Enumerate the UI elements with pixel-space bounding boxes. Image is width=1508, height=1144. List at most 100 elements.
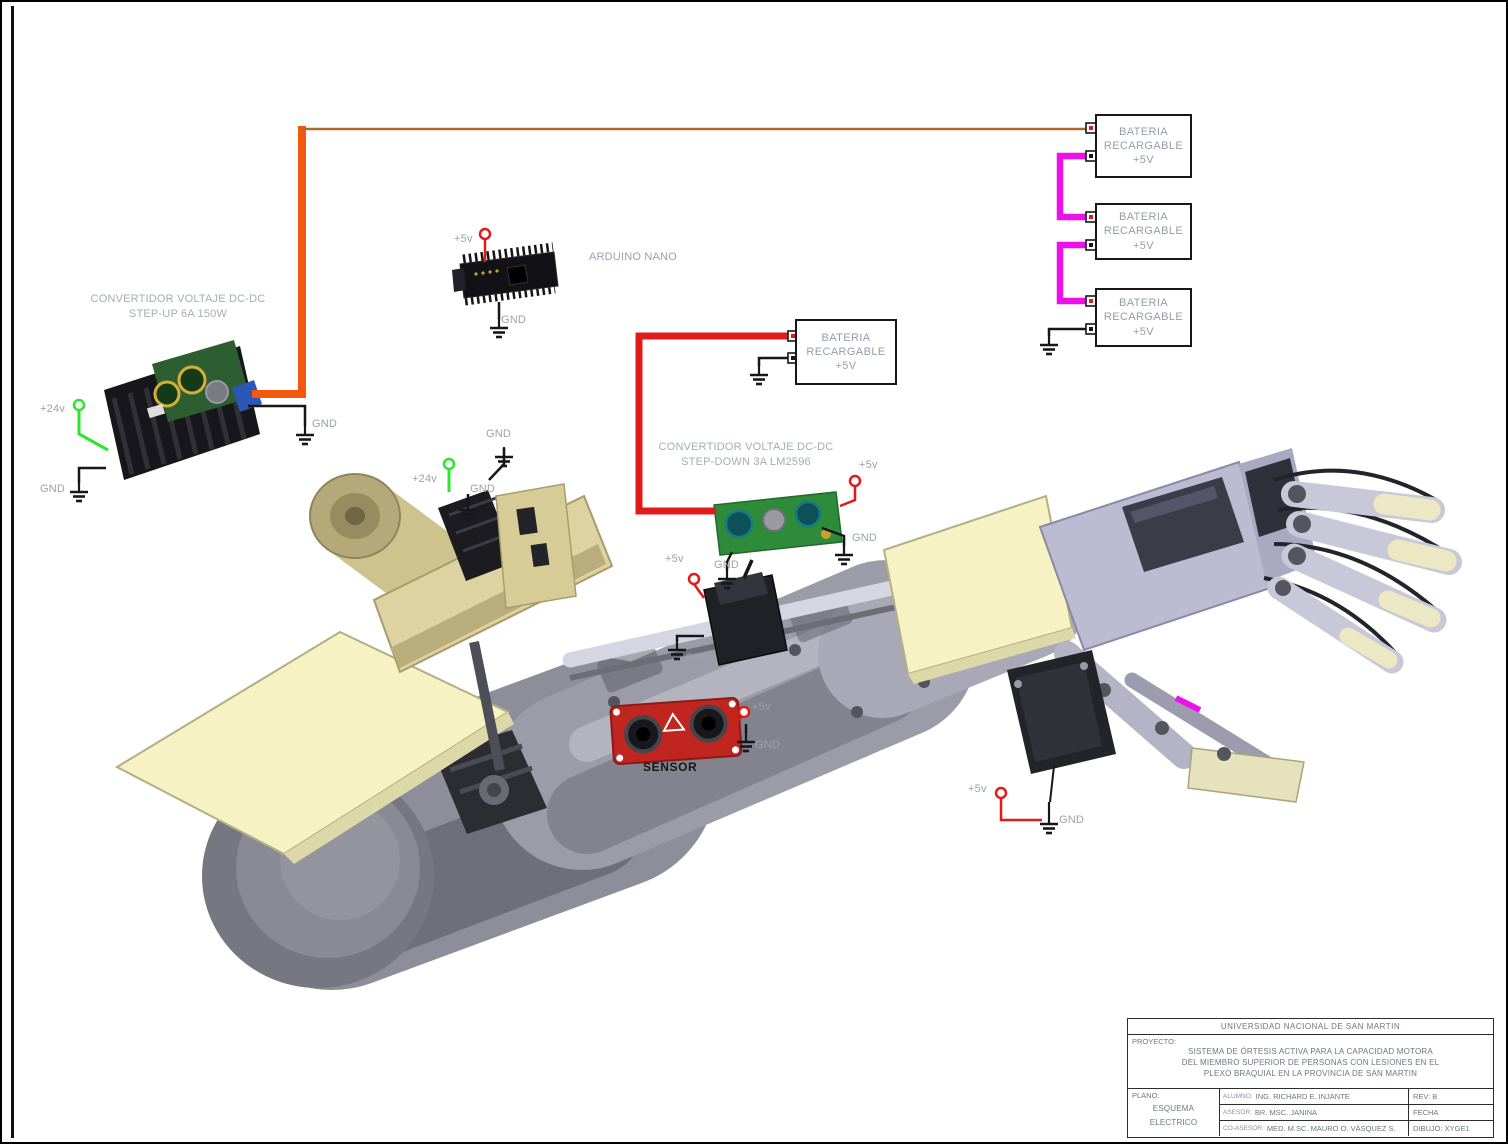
gripper-servo-graphic	[1007, 650, 1116, 803]
battery-label-line: BATERIA	[821, 331, 871, 344]
label-stepup-title: CONVERTIDOR VOLTAJE DC-DC STEP-UP 6A 150…	[62, 292, 294, 322]
battery-label-line: RECARGABLE	[1103, 225, 1184, 238]
battery-box-3: BATERIA RECARGABLE +5V	[1095, 288, 1192, 347]
label-gnd-mid-1: GND	[486, 428, 512, 440]
sensor-board-graphic	[609, 697, 743, 765]
label-gnd-arduino: GND	[501, 314, 527, 326]
titleblock-plano-line2: ELECTRICO	[1149, 1118, 1198, 1128]
label-stepup-line1: CONVERTIDOR VOLTAJE DC-DC	[90, 293, 266, 305]
robotic-arm-graphic	[114, 448, 1462, 990]
ground-icon	[1038, 333, 1060, 356]
titleblock-university: UNIVERSIDAD NACIONAL DE SAN MARTIN	[1128, 1019, 1493, 1035]
label-stepdown-title: CONVERTIDOR VOLTAJE DC-DC STEP-DOWN 3A L…	[630, 440, 862, 470]
titleblock-dibujo: DIBUJO: XYGE1	[1413, 1124, 1470, 1133]
node-24v-stepup	[72, 398, 86, 412]
titleblock-project-line1: SISTEMA DE ÓRTESIS ACTIVA PARA LA CAPACI…	[1188, 1047, 1433, 1056]
label-gnd-stepdown-left: GND	[714, 559, 740, 571]
battery-label-line: RECARGABLE	[806, 345, 886, 358]
frame-left-rule	[11, 6, 14, 1138]
step-up-converter-graphic	[104, 340, 262, 480]
battery-label-line: RECARGABLE	[1103, 139, 1184, 152]
titleblock-project: PROYECTO: SISTEMA DE ÓRTESIS ACTIVA PARA…	[1128, 1035, 1493, 1089]
battery-label-line: +5V	[1132, 154, 1155, 167]
titleblock-fecha: FECHA	[1409, 1105, 1493, 1121]
step-down-converter-graphic	[713, 491, 843, 556]
node-5v-arduino	[478, 227, 492, 241]
wire-magenta-battery2-3	[1056, 241, 1088, 305]
battery-label-line: +5V	[1132, 325, 1155, 338]
titleblock-plano-label: PLANO:	[1132, 1091, 1160, 1100]
titleblock-author-row: ALUMNO: ING. RICHARD E. INJANTE	[1220, 1089, 1408, 1105]
titleblock-author: ING. RICHARD E. INJANTE	[1255, 1092, 1350, 1101]
arduino-nano-graphic	[452, 242, 559, 306]
label-5v-hand: +5v	[968, 783, 987, 795]
label-5v-stepdown-left: +5v	[665, 553, 684, 565]
wire-gnd-servo	[675, 634, 704, 641]
wire-gnd-midbattery	[757, 356, 792, 366]
node-5v-sensor	[737, 705, 751, 719]
battery-box-mid: BATERIA RECARGABLE +5V	[795, 319, 897, 385]
wire-red-hand-5v	[999, 798, 1042, 822]
label-gnd-servo: GND	[685, 652, 711, 664]
node-5v-stepdown-right	[848, 474, 862, 488]
label-stepup-line2: STEP-UP 6A 150W	[128, 307, 228, 320]
title-block: UNIVERSIDAD NACIONAL DE SAN MARTIN PROYE…	[1127, 1018, 1494, 1138]
label-gnd-sensor: GND	[755, 739, 781, 751]
wire-gnd-stepdown-right	[821, 526, 846, 546]
label-stepdown-line2: STEP-DOWN 3A LM2596	[681, 455, 811, 468]
ground-icon	[1038, 812, 1060, 835]
titleblock-advisor-label: ASESOR:	[1223, 1109, 1252, 1116]
ground-icon	[833, 543, 855, 566]
ground-icon	[68, 480, 90, 503]
ground-icon	[748, 363, 770, 386]
titleblock-author-label: ALUMNO:	[1223, 1093, 1253, 1100]
battery-box-1: BATERIA RECARGABLE +5V	[1095, 114, 1192, 178]
battery-label-line: BATERIA	[1118, 211, 1169, 224]
battery-label-line: +5V	[1132, 239, 1155, 252]
titleblock-project-label: PROYECTO:	[1132, 1037, 1177, 1046]
wire-gnd-stepup-left	[77, 466, 106, 483]
label-sensor: SENSOR	[643, 760, 698, 774]
wire-red-stepdown-out	[839, 486, 857, 508]
node-5v-stepdown-left	[687, 572, 701, 586]
wire-gnd-mid-1	[488, 448, 506, 481]
titleblock-meta-cell: REV: B FECHA DIBUJO: XYGE1	[1409, 1089, 1493, 1136]
label-stepdown-line1: CONVERTIDOR VOLTAJE DC-DC	[658, 441, 834, 453]
label-gnd-mid-2: GND	[470, 483, 496, 495]
label-5v-sensor: +5v	[752, 701, 771, 713]
label-gnd-hand: GND	[1059, 814, 1085, 826]
titleblock-coadvisor-row: CO-ASESOR: MED. M.SC. MAURO O. VÁSQUEZ S…	[1220, 1121, 1408, 1136]
titleblock-advisor: BR. MSC. JANINA	[1254, 1108, 1317, 1117]
wire-gnd-battery3	[1047, 327, 1088, 336]
servo-graphic	[703, 559, 788, 666]
wire-gnd-stepup-right	[248, 404, 307, 426]
wire-gnd-stepdown-left	[725, 551, 734, 570]
titleblock-coadvisor-label: CO-ASESOR:	[1223, 1125, 1264, 1132]
wire-orange-stepup-output	[252, 126, 306, 398]
battery-label-line: BATERIA	[1118, 297, 1169, 310]
label-24v-stepup: +24v	[40, 403, 65, 415]
label-arduino-nano: ARDUINO NANO	[589, 251, 677, 263]
node-24v-mid	[442, 457, 456, 471]
titleblock-advisor-row: ASESOR: BR. MSC. JANINA	[1220, 1105, 1408, 1121]
label-gnd-stepup-right: GND	[312, 418, 338, 430]
battery-negative-dots	[791, 154, 1093, 360]
battery-label-line: BATERIA	[1118, 125, 1169, 138]
label-5v-stepdown-right: +5v	[859, 459, 878, 471]
battery-label-line: RECARGABLE	[1103, 311, 1184, 324]
label-24v-mid: +24v	[412, 473, 437, 485]
titleblock-project-line2: DEL MIEMBRO SUPERIOR DE PERSONAS CON LES…	[1181, 1058, 1440, 1068]
titleblock-names-cell: ALUMNO: ING. RICHARD E. INJANTE ASESOR: …	[1220, 1089, 1409, 1136]
wire-magenta-battery1-2	[1056, 152, 1088, 221]
node-5v-hand	[994, 786, 1008, 800]
titleblock-rev: REV: B	[1409, 1089, 1493, 1105]
battery-label-line: +5V	[835, 360, 857, 373]
titleblock-coadvisor: MED. M.SC. MAURO O. VÁSQUEZ S.	[1266, 1124, 1396, 1133]
wire-red-midbattery-to-stepdown	[635, 332, 792, 515]
label-5v-arduino: +5v	[454, 233, 473, 245]
battery-positive-dots	[791, 126, 1093, 338]
wire-green-stepup-24v	[77, 410, 109, 452]
titleblock-project-line3: PLEXO BRAQUIAL EN LA PROVINCIA DE SAN MA…	[1203, 1069, 1418, 1079]
